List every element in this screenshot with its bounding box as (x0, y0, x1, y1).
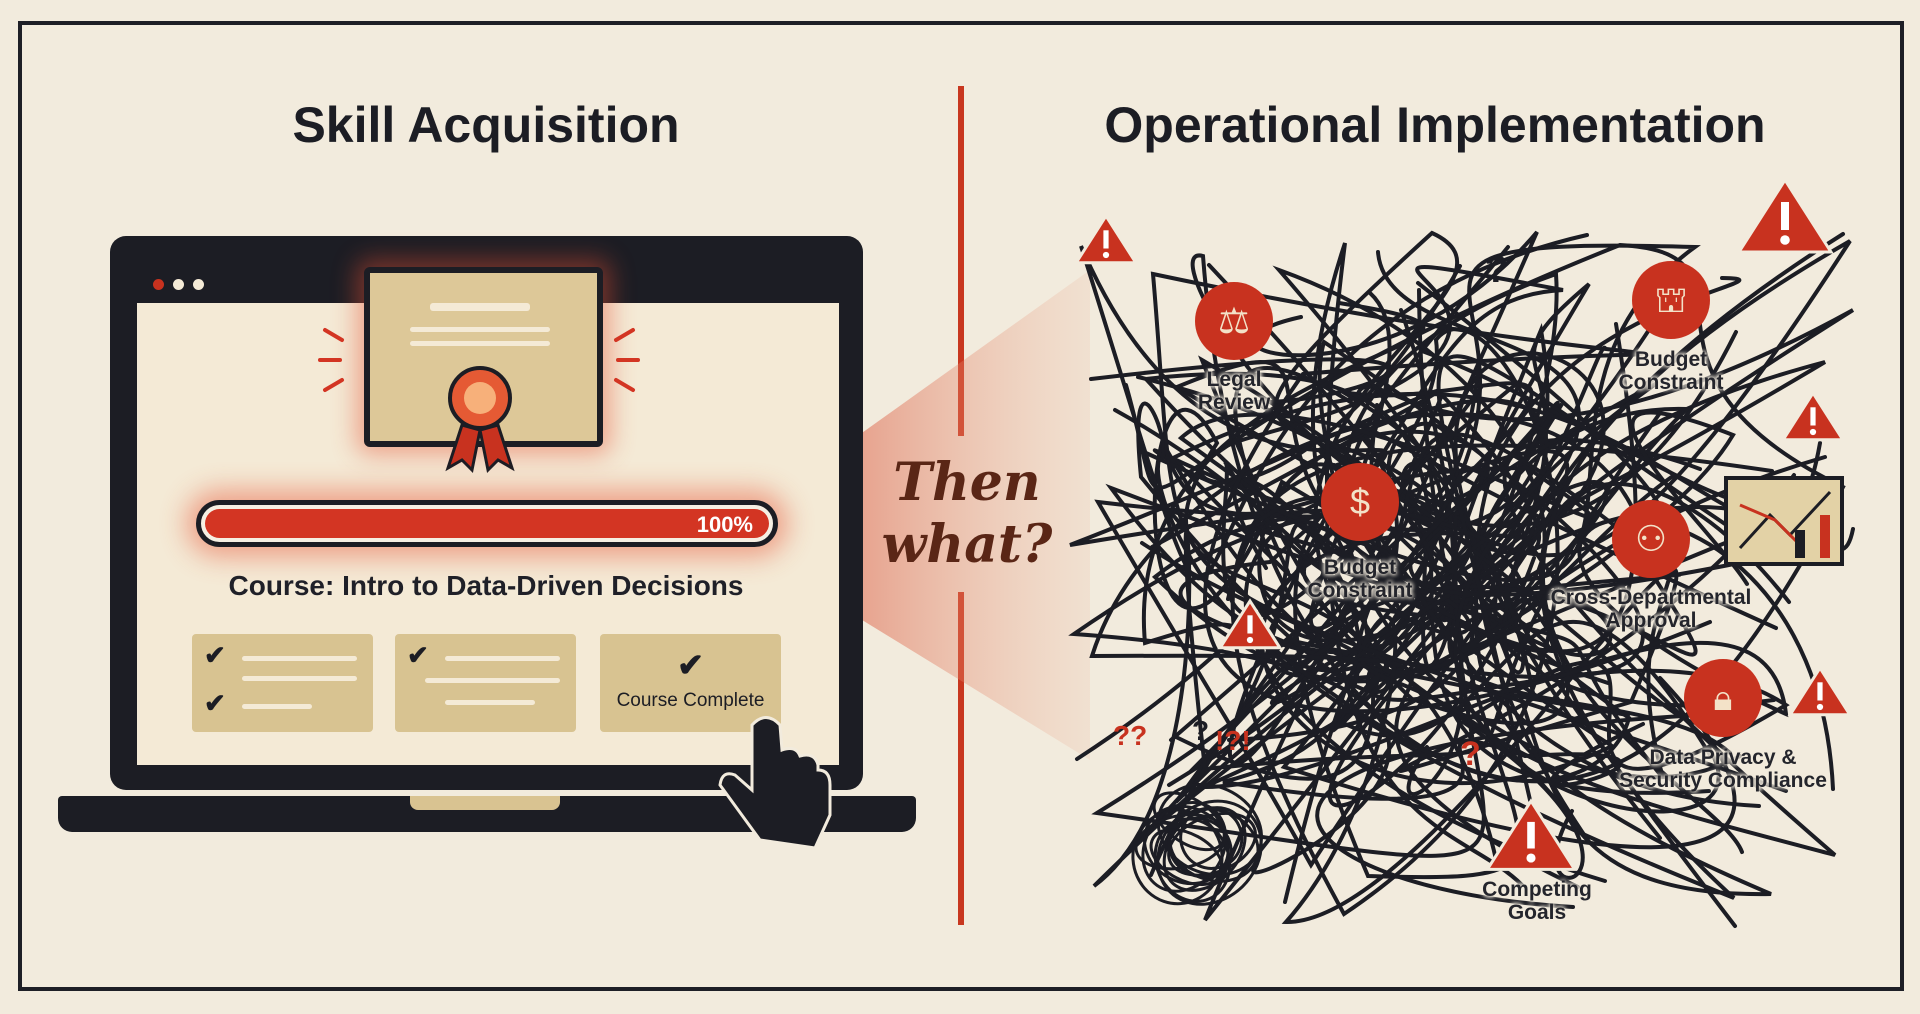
card-line (242, 676, 357, 681)
card-line (242, 704, 312, 709)
certificate-line (410, 341, 550, 346)
check-icon: ✔ (407, 640, 429, 670)
certificate-line (410, 327, 550, 332)
course-title: Course: Intro to Data-Driven Decisions (228, 570, 744, 601)
label-line: Budget (1634, 348, 1708, 371)
operational-implementation-title: Operational Implementation (1104, 97, 1766, 153)
certificate-line (430, 303, 530, 311)
illustration-frame (18, 21, 1904, 991)
stamp-icon: ⛫ (1632, 261, 1710, 339)
divider-bottom (958, 592, 964, 925)
check-icon: ✔ (204, 640, 226, 670)
lesson-card[interactable]: ✔ (395, 634, 576, 732)
laptop-notch (410, 796, 560, 810)
label-line: Security Compliance (1619, 769, 1827, 792)
then-text: Then (893, 452, 1041, 513)
progress-label: 100% (696, 512, 753, 537)
label-line: Goals (1507, 901, 1567, 924)
label-line: Budget (1323, 556, 1397, 579)
card-line (425, 678, 560, 683)
money-hand-icon: $ (1321, 463, 1399, 541)
window-dot (193, 279, 204, 290)
gavel-icon: ⚖ (1195, 282, 1273, 360)
what-text: what? (881, 514, 1053, 575)
then-what-text: Then what? (882, 452, 1053, 576)
check-icon: ✔ (204, 688, 226, 718)
label-line: Legal (1206, 368, 1262, 391)
course-complete-card[interactable]: ✔ Course Complete (600, 634, 781, 732)
card-line (242, 656, 357, 661)
label-line: Approval (1605, 609, 1697, 632)
label-line: Competing (1482, 878, 1592, 901)
window-dot-close (153, 279, 164, 290)
label-line: Review (1197, 391, 1271, 414)
label-line: Data Privacy & (1649, 746, 1797, 769)
lesson-card[interactable]: ✔ ✔ (192, 634, 373, 732)
course-progress-bar: 100% (196, 500, 778, 547)
label-line: Constraint (1307, 579, 1413, 602)
people-network-icon: ⚇ (1612, 500, 1690, 578)
label-line: Constraint (1618, 371, 1724, 394)
skill-acquisition-title: Skill Acquisition (292, 97, 680, 153)
check-icon: ✔ (677, 647, 704, 683)
divider-top (958, 86, 964, 436)
certificate (364, 267, 603, 447)
window-dot (173, 279, 184, 290)
progress-fill (205, 509, 769, 538)
course-complete-label: Course Complete (616, 690, 765, 711)
obstacle-label-data-privacy: Data Privacy &Security Compliance (1619, 746, 1827, 792)
label-line: Cross-Departmental (1550, 586, 1752, 609)
card-line (445, 656, 560, 661)
padlock-icon: 🔒︎ (1684, 659, 1762, 737)
card-line (445, 700, 535, 705)
